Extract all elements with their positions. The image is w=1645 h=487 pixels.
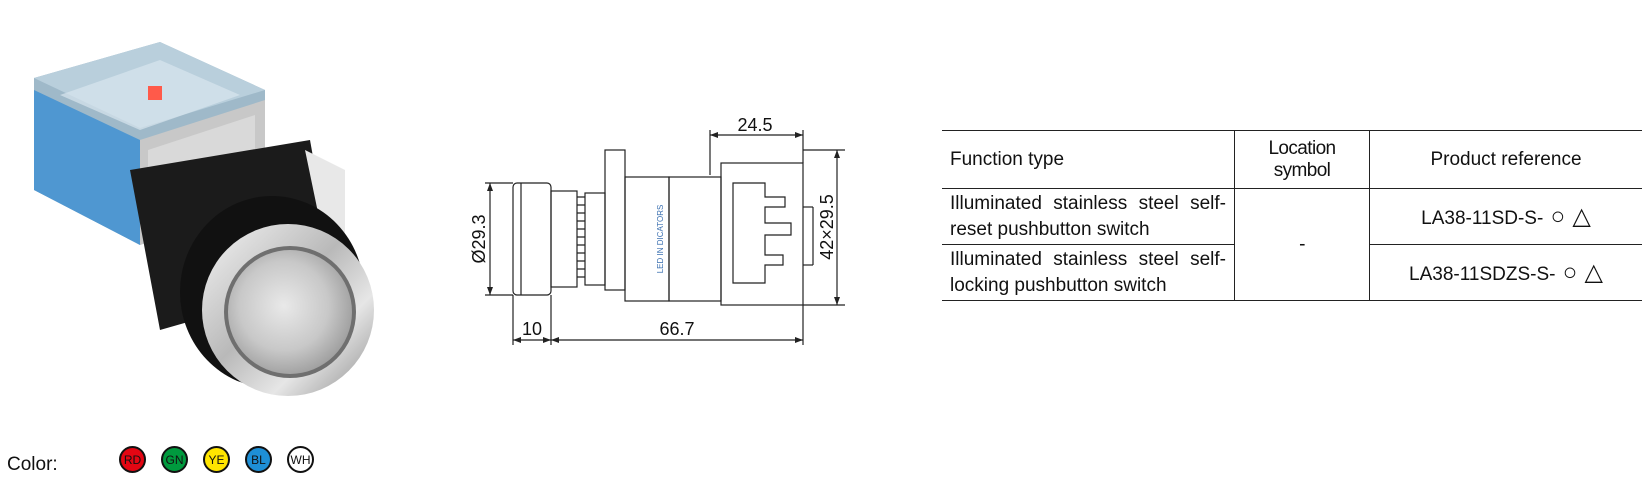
color-swatch-ye: YE	[203, 446, 230, 473]
dim-top-label: 24.5	[737, 115, 772, 135]
table-row: Illuminated stainless steel self-locking…	[942, 244, 1642, 301]
circle-icon: ○	[1550, 203, 1566, 230]
color-swatch-rd: RD	[119, 446, 146, 473]
color-swatches: RD GN YE BL WH	[119, 446, 314, 473]
header-location-symbol: Location symbol	[1234, 130, 1370, 189]
dim-length-label: 66.7	[659, 319, 694, 339]
function-cell: Illuminated stainless steel self-reset p…	[950, 192, 1226, 240]
triangle-icon: △	[1572, 203, 1591, 230]
dim-height-label: 42×29.5	[817, 194, 837, 260]
dim-cap-label: 10	[522, 319, 542, 339]
header-product-reference: Product reference	[1369, 130, 1642, 189]
spec-table: Function type Location symbol Product re…	[942, 130, 1642, 301]
function-cell: Illuminated stainless steel self-locking…	[950, 248, 1226, 296]
body-print-text: LED IN DICATORS	[656, 205, 665, 274]
color-swatch-gn: GN	[161, 446, 188, 473]
product-cell: LA38-11SDZS-S- ○ △	[1369, 244, 1642, 301]
location-symbol-cell: -	[1234, 188, 1370, 301]
table-header-row: Function type Location symbol Product re…	[942, 130, 1642, 189]
table-row: Illuminated stainless steel self-reset p…	[942, 188, 1642, 301]
color-swatch-wh: WH	[287, 446, 314, 473]
header-function-type: Function type	[950, 148, 1065, 170]
triangle-icon: △	[1584, 259, 1603, 286]
dim-diameter-label: Ø29.3	[469, 214, 489, 263]
color-swatch-bl: BL	[245, 446, 272, 473]
product-photo	[34, 42, 374, 396]
circle-icon: ○	[1562, 259, 1578, 286]
color-label: Color:	[7, 454, 58, 475]
product-reference: LA38-11SD-S-	[1421, 208, 1544, 229]
dimension-drawing: 24.5 Ø29.3 42×29.5 10 66.7 LED IN DICATO…	[469, 115, 845, 345]
product-reference: LA38-11SDZS-S-	[1409, 264, 1556, 285]
product-cell: LA38-11SD-S- ○ △	[1369, 188, 1642, 245]
